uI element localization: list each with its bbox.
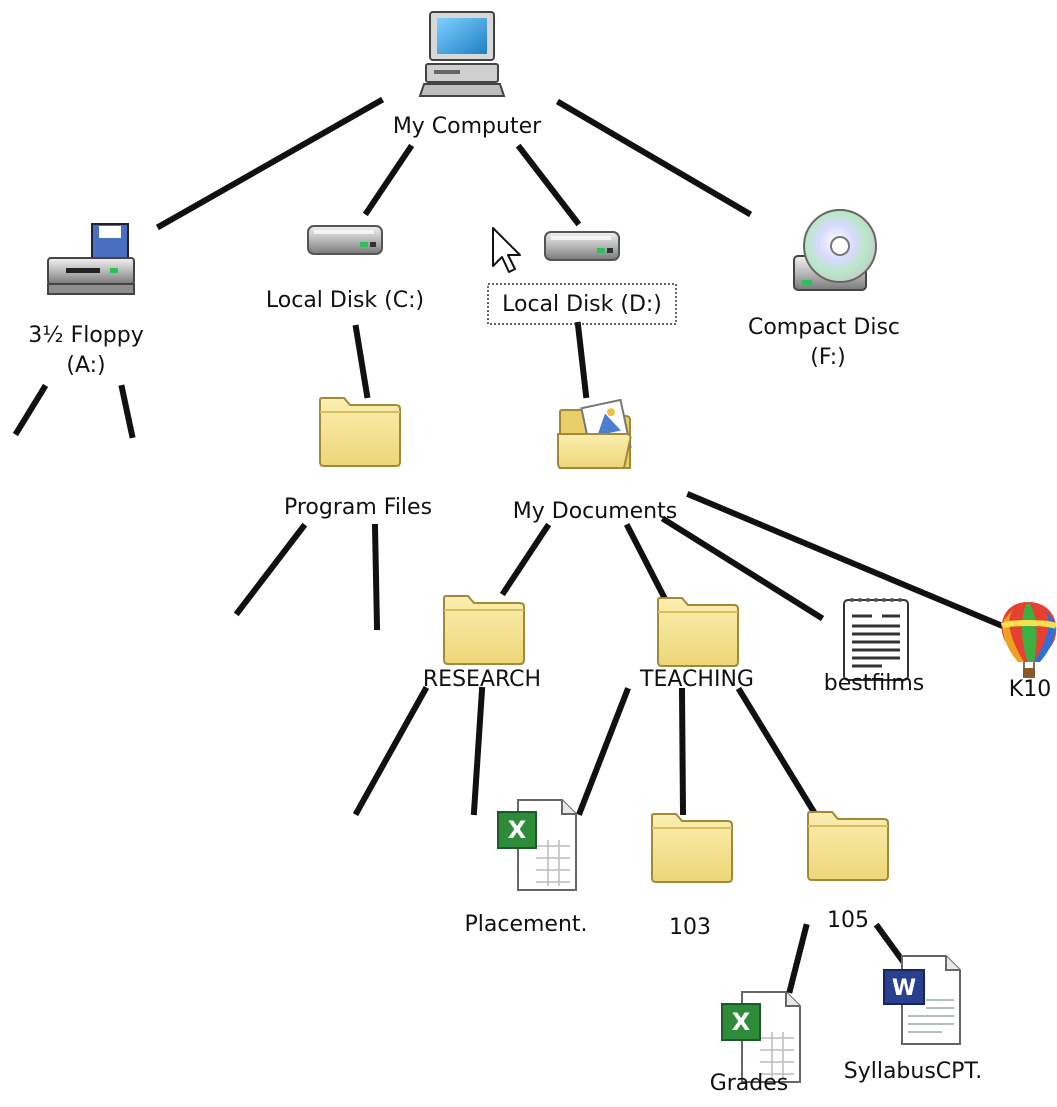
- node-my-documents[interactable]: My Documents: [513, 398, 677, 524]
- edge-my-documents-research: [499, 522, 552, 597]
- edge-floppy-right: [118, 384, 136, 439]
- selection-focus-rect: [487, 283, 677, 325]
- node-placement[interactable]: Placement.: [464, 799, 588, 937]
- excel-file-icon: [497, 799, 577, 891]
- word-file-icon: W: [883, 955, 961, 1045]
- folder-icon: [443, 595, 525, 665]
- node-my-computer[interactable]: My Computer: [393, 11, 542, 139]
- local-disk-d-label: Local Disk (D:): [502, 292, 662, 317]
- computer-icon: [418, 11, 506, 97]
- folder-icon: [807, 811, 889, 881]
- edge-disk-c-program-files: [352, 324, 371, 399]
- node-floppy-a[interactable]: 3½ Floppy (A:): [28, 223, 144, 378]
- node-folder-105[interactable]: 105: [807, 811, 889, 933]
- edge-my-documents-k10: [686, 491, 1004, 629]
- compact-disc-label-line2: (F:): [810, 345, 846, 370]
- node-research[interactable]: RESEARCH: [423, 595, 541, 692]
- excel-file-icon: [721, 991, 801, 1083]
- edge-teaching-105: [735, 686, 819, 817]
- compact-disc-label-line1: Compact Disc: [748, 315, 900, 340]
- edge-105-grades: [786, 923, 810, 994]
- edge-computer-cd: [555, 98, 753, 218]
- node-local-disk-d[interactable]: Local Disk (D:): [487, 231, 677, 325]
- svg-text:W: W: [892, 976, 916, 1001]
- hot-air-balloon-icon: [1000, 602, 1057, 678]
- mouse-pointer-icon: [492, 227, 521, 273]
- edge-teaching-103: [678, 687, 687, 816]
- floppy-label-line2: (A:): [66, 353, 105, 378]
- edge-teaching-placement: [576, 687, 631, 816]
- node-k10[interactable]: K10: [1000, 602, 1057, 702]
- node-syllabus[interactable]: W SyllabusCPT.: [844, 955, 983, 1084]
- edge-program-files-left: [233, 522, 308, 617]
- hard-disk-icon: [544, 231, 620, 261]
- node-bestfilms[interactable]: bestfilms: [824, 598, 924, 696]
- placement-label: Placement.: [464, 912, 587, 937]
- edge-research-right: [470, 686, 486, 816]
- text-document-icon: [843, 598, 909, 681]
- node-local-disk-c[interactable]: Local Disk (C:): [266, 225, 424, 313]
- edge-105-syllabus: [873, 922, 907, 965]
- node-compact-disc-f[interactable]: Compact Disc (F:): [748, 209, 900, 370]
- edge-computer-floppy: [155, 96, 385, 231]
- folder-icon: [657, 597, 739, 667]
- node-folder-103[interactable]: 103: [651, 813, 733, 940]
- grades-label: Grades: [710, 1071, 789, 1096]
- k10-label: K10: [1009, 677, 1051, 702]
- syllabus-label: SyllabusCPT.: [844, 1059, 983, 1084]
- edge-program-files-right: [371, 523, 381, 631]
- floppy-drive-icon: [47, 223, 135, 295]
- folder-105-label: 105: [827, 908, 869, 933]
- folder-103-label: 103: [669, 915, 711, 940]
- folder-icon: [319, 397, 401, 467]
- edge-computer-disk-c: [362, 143, 415, 217]
- research-label: RESEARCH: [423, 667, 541, 692]
- folder-icon: [651, 813, 733, 883]
- node-teaching[interactable]: TEACHING: [639, 597, 754, 692]
- node-program-files[interactable]: Program Files: [284, 397, 432, 520]
- program-files-label: Program Files: [284, 495, 432, 520]
- edge-disk-d-my-documents: [574, 321, 590, 399]
- node-grades[interactable]: Grades: [710, 991, 801, 1096]
- edge-my-documents-bestfilms: [660, 515, 825, 622]
- edge-computer-disk-d: [515, 143, 582, 227]
- open-folder-icon: [557, 398, 632, 469]
- floppy-label-line1: 3½ Floppy: [28, 323, 144, 348]
- edge-my-documents-teaching: [623, 522, 669, 602]
- hard-disk-icon: [307, 225, 383, 255]
- bestfilms-label: bestfilms: [824, 671, 924, 696]
- my-documents-label: My Documents: [513, 499, 677, 524]
- tree-edges: [12, 96, 1004, 994]
- teaching-label: TEACHING: [639, 667, 754, 692]
- my-computer-label: My Computer: [393, 114, 542, 139]
- cd-drive-icon: [793, 209, 877, 291]
- local-disk-c-label: Local Disk (C:): [266, 288, 424, 313]
- edge-floppy-left: [12, 383, 49, 437]
- edge-research-left: [352, 685, 430, 817]
